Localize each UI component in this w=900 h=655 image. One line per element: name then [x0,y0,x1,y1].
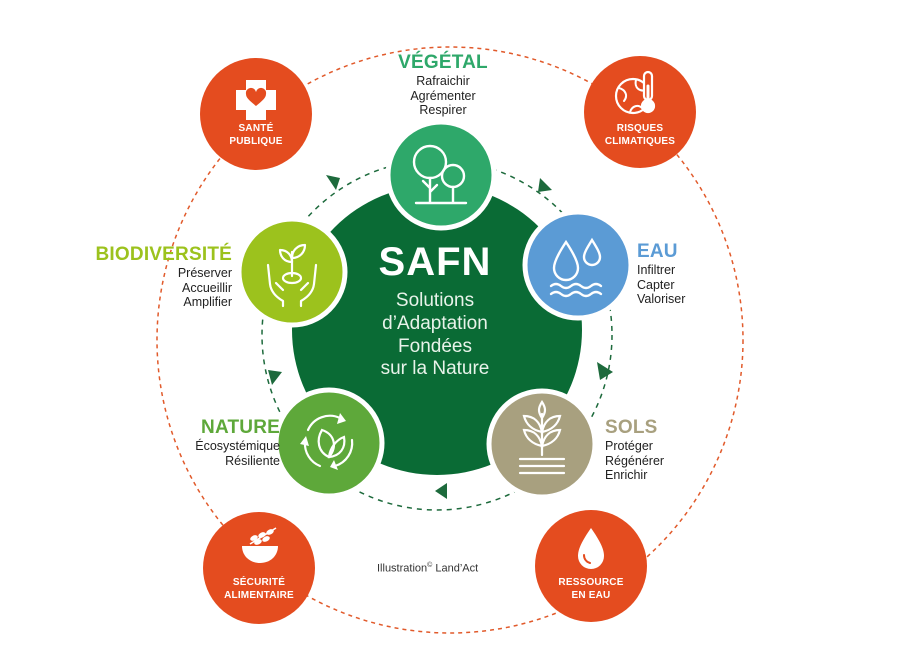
credit-text: Illustration [377,562,428,575]
ring-arrow [538,178,552,192]
label-eau: EAU Infiltrer Capter Valoriser [637,241,737,307]
label-item: Amplifier [183,295,232,310]
label-item: Accueillir [181,280,232,295]
outer-label-line: SANTÉ [238,123,274,134]
grain-bowl-icon [242,527,278,563]
label-nature: NATURE Écosystémique Résiliente [150,417,280,468]
label-item: Capter [637,277,675,292]
category-vegetal [385,119,497,231]
center-subtitle-line: Solutions [395,290,475,311]
label-item: Valoriser [637,292,686,307]
ring-arrow [326,175,340,190]
ring-arrow [597,362,613,380]
category-sols [486,388,598,500]
label-item: Résiliente [225,453,280,468]
category-biodiversite [236,216,348,328]
label-item: Régénérer [605,453,665,468]
outer-label-ressource: RESSOURCE EN EAU [541,576,641,602]
outer-label-sante: SANTÉ PUBLIQUE [206,122,306,148]
ring-arrow [435,483,447,499]
outer-label-line: RISQUES [616,123,664,134]
outer-label-risques: RISQUES CLIMATIQUES [590,122,690,148]
label-sols: SOLS Protéger Régénérer Enrichir [605,417,715,483]
label-item: Agrémenter [410,88,476,103]
center-title: SAFN [378,240,492,284]
outer-label-line: EN EAU [571,590,611,601]
label-item: Préserver [177,265,232,280]
water-drop-icon [578,528,604,569]
label-item: Protéger [605,438,653,453]
sprout-soil-icon [518,400,566,475]
label-item: Respirer [419,103,467,118]
outer-label-line: ALIMENTAIRE [224,590,294,601]
outer-label-line: RESSOURCE [558,577,624,588]
ring-arrow [268,370,282,385]
trees-icon [412,144,468,205]
outer-risques [584,56,696,168]
category-nature [273,387,385,499]
water-drops-icon [549,237,603,298]
outer-dashed-ring [156,46,744,634]
outer-label-securite: SÉCURITÉ ALIMENTAIRE [209,576,309,602]
ring-arrows [268,175,613,499]
label-biodiversite-title: BIODIVERSITÉ [95,244,232,265]
globe-thermometer-icon [614,70,656,115]
label-vegetal-title: VÉGÉTAL [398,52,488,73]
health-cross-icon [236,80,276,120]
category-eau [522,209,634,321]
label-eau-title: EAU [637,241,678,262]
label-item: Enrichir [605,468,648,483]
outer-ressource [535,510,647,622]
outer-label-line: PUBLIQUE [229,136,283,147]
outer-securite [203,512,315,624]
center-subtitle-line: Fondées [398,335,472,357]
label-sols-title: SOLS [605,417,658,438]
recycle-leaf-icon [300,413,354,470]
outer-label-line: CLIMATIQUES [604,136,676,147]
outer-label-line: SÉCURITÉ [232,577,286,588]
copyright-mark: © [427,562,433,569]
center-subtitle: Solutions d’Adaptation Fondées sur la Na… [330,290,540,381]
label-item: Écosystémique [195,438,280,453]
center-subtitle-line: d’Adaptation [382,312,488,334]
label-biodiversite: BIODIVERSITÉ Préserver Accueillir Amplif… [62,244,232,310]
illustration-credit: Illustration© Land’Act [377,562,478,575]
label-vegetal: VÉGÉTAL Rafraichir Agrémenter Respirer [383,52,503,118]
label-item: Rafraichir [416,73,470,88]
label-item: Infiltrer [637,262,676,277]
hands-plant-icon [266,243,318,308]
label-nature-title: NATURE [201,417,280,438]
credit-author: Land’Act [432,562,479,575]
center-subtitle-line: sur la Nature [380,358,490,380]
outer-sante [200,58,312,170]
